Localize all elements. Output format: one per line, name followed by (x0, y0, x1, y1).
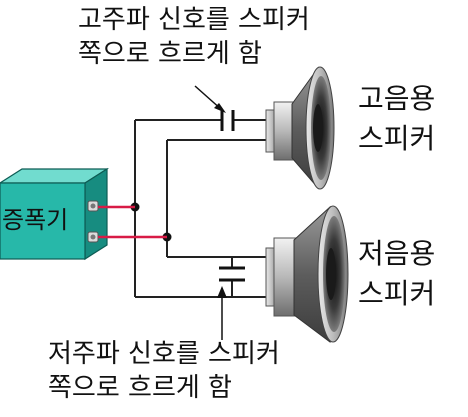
low-pass-note-line1: 저주파 신호를 스피커 (48, 339, 280, 369)
low-pass-capacitor (219, 266, 245, 282)
woofer-label-line1: 저음용 (358, 237, 435, 270)
tweeter-speaker (265, 66, 335, 190)
amplifier-terminal-bottom (87, 231, 99, 243)
amplifier-terminal-top (87, 200, 99, 212)
wiring (134, 119, 270, 298)
amplifier-label: 증폭기 (2, 206, 68, 234)
high-pass-note-line1: 고주파 신호를 스피커 (78, 5, 310, 35)
high-pass-capacitor (220, 110, 235, 131)
woofer-label-line2: 스피커 (358, 277, 435, 310)
tweeter-label-line2: 스피커 (358, 122, 435, 155)
high-pass-note-line2: 쪽으로 흐르게 함 (78, 39, 262, 69)
tweeter-label-line1: 고음용 (358, 82, 435, 115)
amplifier-box: 증폭기 (0, 167, 110, 261)
low-pass-pointer-arrowhead (217, 286, 227, 298)
low-pass-note-line2: 쪽으로 흐르게 함 (48, 373, 232, 403)
woofer-speaker (265, 205, 349, 343)
